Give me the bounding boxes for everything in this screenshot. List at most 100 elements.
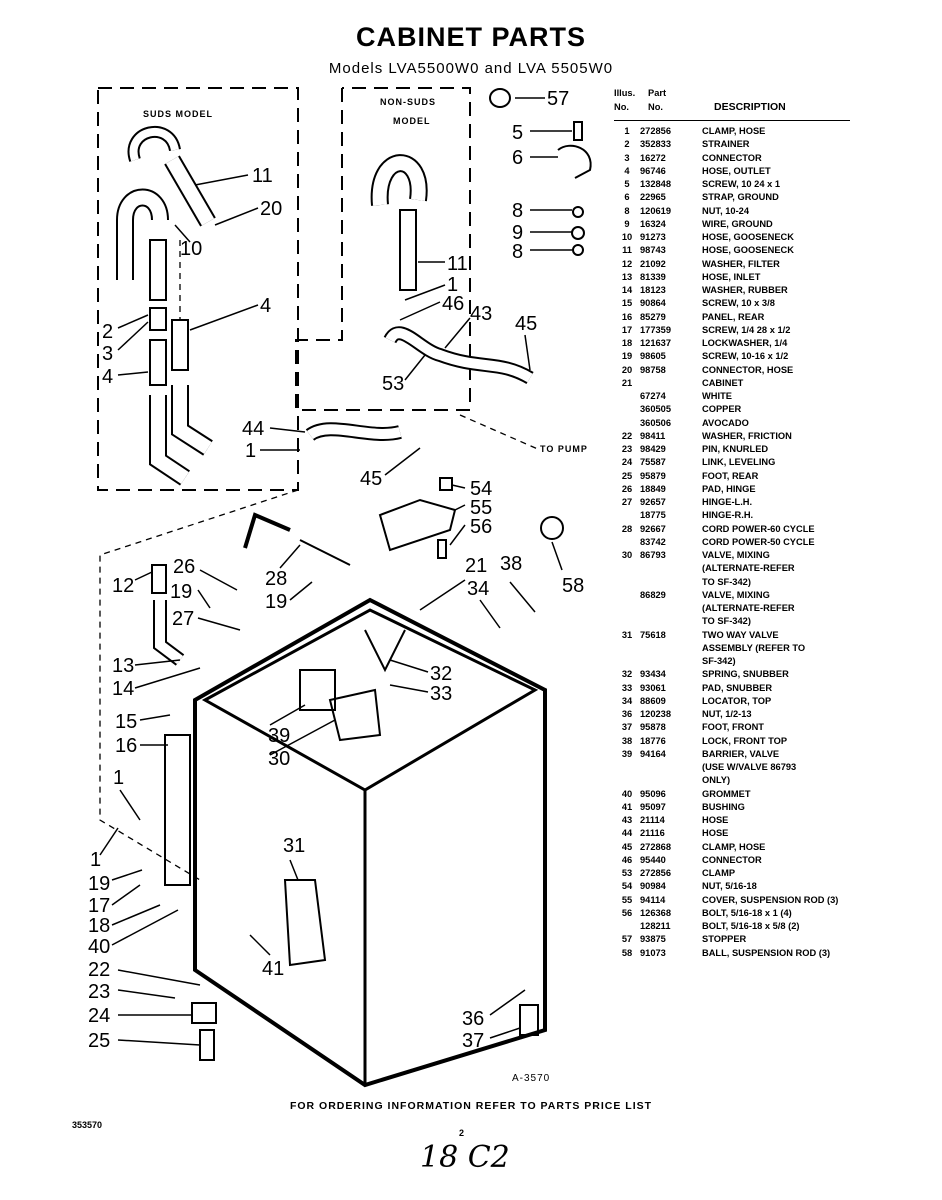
suds-hose-segment	[149, 239, 167, 301]
illus-no-cell: 30	[621, 550, 633, 560]
outlet-hose-elbow-b-inner	[173, 385, 212, 454]
description-cell: WASHER, RUBBER	[702, 285, 788, 295]
description-cell: FOOT, REAR	[702, 470, 759, 481]
callout-17: 17	[88, 895, 110, 917]
illus-no-cell: 12	[621, 258, 633, 269]
header-illus: Illus.	[614, 88, 636, 98]
illus-no-cell	[614, 403, 640, 416]
callout-18: 18	[88, 915, 110, 937]
description-cell: (ALTERNATE-REFER	[702, 563, 795, 574]
callout-1a: 1	[447, 274, 458, 296]
part-no-cell: 95878	[640, 722, 666, 733]
illus-no-cell: 9	[624, 218, 630, 229]
outlet-hose-4a	[149, 339, 167, 386]
callout-8a: 8	[512, 200, 523, 222]
callout-32: 32	[430, 663, 452, 685]
part-no-cell: 120238	[640, 709, 672, 719]
illus-no-cell	[614, 642, 640, 655]
illus-no-cell: 56	[621, 907, 633, 918]
description-cell: (USE W/VALVE 86793	[702, 762, 797, 772]
illus-no-cell	[614, 602, 640, 615]
part-no-cell: 18776	[640, 735, 666, 746]
description-cell: CONNECTOR	[702, 152, 762, 163]
leveling-link-24	[191, 1002, 217, 1024]
front-foot-37	[519, 1004, 539, 1036]
part-no-cell: 121637	[640, 338, 672, 348]
hose-path-line	[99, 489, 299, 881]
outlet-hose-elbow-a-inner	[151, 395, 189, 484]
callout-38: 38	[500, 553, 522, 575]
description-cell: STRAP, GROUND	[702, 192, 779, 203]
illus-no-cell	[614, 576, 640, 589]
description-cell: PIN, KNURLED	[702, 444, 769, 454]
callout-16: 16	[115, 735, 137, 757]
figure-code: A-3570	[512, 1073, 551, 1084]
illus-no-cell: 13	[621, 271, 633, 282]
part-no-cell: 95096	[640, 788, 666, 799]
callout-33: 33	[430, 683, 452, 705]
non-suds-gooseneck-inner	[372, 156, 426, 206]
part-no-cell: 177359	[640, 324, 672, 335]
description-cell: BARRIER, VALVE	[702, 748, 780, 759]
header-rule	[614, 120, 850, 121]
callout-19a: 19	[170, 581, 192, 603]
callout-14: 14	[112, 678, 134, 700]
illus-no-cell	[614, 655, 640, 668]
part-no-cell: 21116	[640, 828, 665, 839]
description-cell: HINGE-R.H.	[702, 510, 754, 521]
callout-58: 58	[562, 575, 584, 597]
part-no-cell: 360505	[640, 404, 672, 415]
header-description: DESCRIPTION	[714, 101, 786, 113]
part-no-cell	[640, 377, 702, 390]
nut-54	[439, 477, 453, 491]
part-no-cell: 91273	[640, 232, 666, 242]
illus-no-cell: 40	[621, 788, 633, 799]
description-cell: ASSEMBLY (REFER TO	[702, 642, 806, 653]
part-no-cell	[640, 602, 702, 615]
callout-12: 12	[112, 575, 134, 597]
part-no-cell: 93434	[640, 669, 666, 680]
illus-no-cell: 25	[621, 470, 633, 481]
table-row: SF-342)	[614, 655, 942, 668]
table-header-line1: Illus. Part	[614, 88, 688, 99]
part-no-cell: 128211	[640, 921, 671, 931]
illus-no-cell	[614, 615, 640, 628]
description-cell: VALVE, MIXING	[702, 589, 770, 600]
part-no-cell: 75587	[640, 457, 666, 468]
part-no-cell	[640, 615, 702, 628]
illus-no-cell: 2	[624, 139, 630, 150]
part-no-cell: 83742	[640, 536, 666, 547]
description-cell: PANEL, REAR	[702, 311, 765, 322]
callout-5: 5	[512, 122, 523, 144]
callout-25: 25	[88, 1030, 110, 1052]
illus-no-cell: 8	[624, 205, 630, 216]
illus-no-cell: 54	[621, 881, 633, 892]
part-no-cell: 18123	[640, 285, 666, 295]
illus-no-cell: 4	[624, 165, 630, 176]
callout-15: 15	[115, 711, 137, 733]
description-cell: SCREW, 10 24 x 1	[702, 179, 781, 189]
callout-10: 10	[180, 238, 202, 260]
hose-44-inner	[307, 424, 402, 440]
part-no-cell: 22965	[640, 192, 666, 203]
illus-no-cell: 46	[621, 854, 633, 865]
description-cell: CORD POWER-50 CYCLE	[702, 536, 815, 547]
callout-1b: 1	[245, 440, 256, 462]
illus-no-cell: 27	[621, 497, 633, 507]
illus-no-cell: 41	[621, 801, 633, 812]
callout-41: 41	[262, 958, 284, 980]
callout-11b: 11	[447, 253, 468, 275]
